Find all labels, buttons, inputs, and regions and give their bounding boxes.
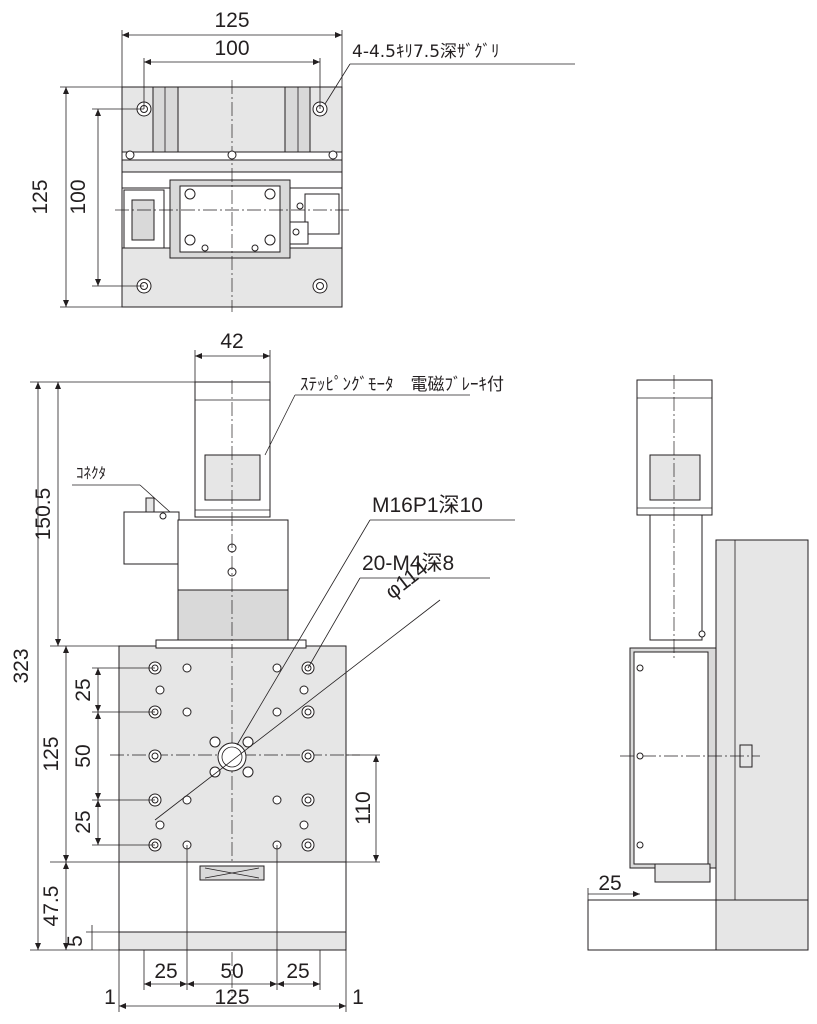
dim-total-height-323: 323 xyxy=(10,648,33,683)
dim-offset-right-1: 1 xyxy=(352,986,364,1009)
dim-base-step-5: 5 xyxy=(64,935,87,947)
dim-bottom-125: 125 xyxy=(214,986,249,1009)
dim-top-height-100: 100 xyxy=(67,179,90,214)
dim-offset-left-1: 1 xyxy=(104,986,116,1009)
dim-top-width-100: 100 xyxy=(214,37,249,60)
callout-connector: ｺﾈｸﾀ xyxy=(76,464,106,482)
dim-pitch-50: 50 xyxy=(72,744,95,767)
dim-motor-height-150-5: 150.5 xyxy=(32,488,55,541)
dim-bottom-50: 50 xyxy=(220,960,243,983)
side-bracket xyxy=(715,539,809,931)
dim-bottom-25-right: 25 xyxy=(286,960,309,983)
connector xyxy=(123,511,180,565)
dim-bottom-25-left: 25 xyxy=(154,960,177,983)
dim-top-width-125: 125 xyxy=(214,9,249,32)
side-view: 25 xyxy=(587,375,809,951)
dim-pitch-25-top: 25 xyxy=(72,678,95,701)
callout-stepping-motor: ｽﾃｯﾋﾟﾝｸﾞﾓｰﾀ 電磁ﾌﾞﾚｰｷ付 xyxy=(300,375,504,395)
callout-tapped-holes: 20-M4深8 xyxy=(362,552,454,575)
callout-center-hole: M16P1深10 xyxy=(372,494,483,517)
callout-counterbore: 4-4.5ｷﾘ7.5深ｻﾞｸﾞﾘ xyxy=(352,42,500,62)
counterbore-hole xyxy=(312,278,328,294)
dim-table-125: 125 xyxy=(40,736,63,771)
dim-top-height-125: 125 xyxy=(29,179,52,214)
front-view: 42 ｽﾃｯﾋﾟﾝｸﾞﾓｰﾀ 電磁ﾌﾞﾚｰｷ付 ｺﾈｸﾀ M16P1深10 20… xyxy=(10,330,515,1012)
dim-travel-110: 110 xyxy=(352,791,375,824)
dim-base-height-47-5: 47.5 xyxy=(40,886,63,927)
dim-side-offset-25: 25 xyxy=(598,872,621,895)
top-view: 125 100 125 100 4-4.5ｷﾘ7.5深ｻﾞｸﾞﾘ xyxy=(29,9,575,312)
dim-motor-width-42: 42 xyxy=(220,330,243,353)
dim-pitch-25-bottom: 25 xyxy=(72,810,95,833)
